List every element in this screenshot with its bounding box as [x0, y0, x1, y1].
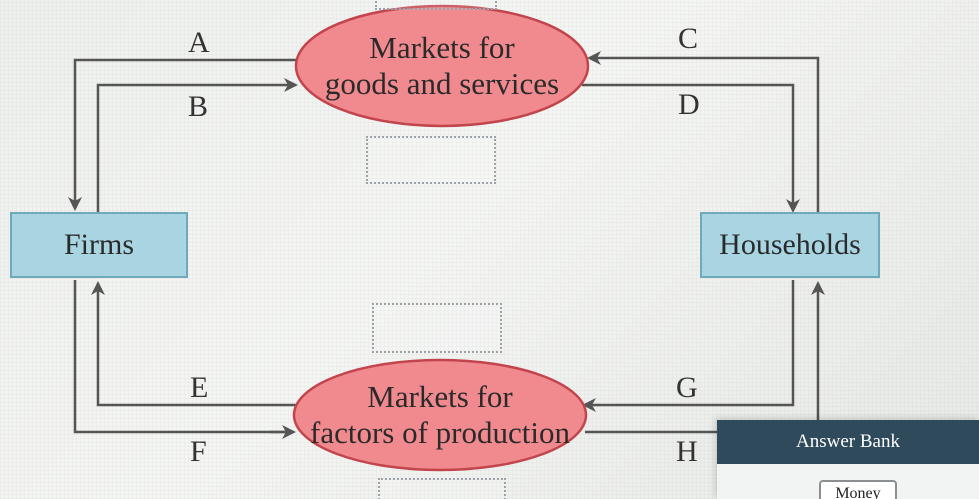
flow-label-g: G: [676, 371, 698, 404]
firms-node: Firms: [10, 212, 188, 278]
flow-arrow-h: [585, 281, 825, 434]
factor-market-label: Markets for factors of production: [294, 360, 586, 470]
flow-arrow-b: [96, 78, 298, 212]
flow-arrow-c: [587, 51, 820, 212]
goods-market-line1: Markets for: [369, 30, 515, 66]
flow-label-f: F: [190, 435, 207, 468]
flow-label-d: D: [678, 88, 700, 121]
flow-arrow-d: [582, 83, 800, 213]
factor-market-line1: Markets for: [367, 379, 513, 415]
factor-market-ellipse: [292, 358, 588, 472]
drop-zone-top[interactable]: [375, 0, 497, 10]
answer-bank-title: Answer Bank: [717, 420, 979, 464]
factor-market-line2: factors of production: [310, 415, 570, 450]
answer-bank: Answer Bank Money: [717, 420, 979, 499]
goods-market-ellipse: [294, 4, 590, 128]
flow-label-e: E: [190, 371, 209, 404]
drop-zone-bottom[interactable]: [378, 478, 506, 499]
flow-label-c: C: [678, 22, 699, 55]
flow-label-a: A: [188, 26, 210, 59]
firms-label: Firms: [63, 228, 135, 261]
households-node: Households: [700, 212, 880, 278]
flow-arrow-e: [91, 281, 300, 407]
flow-label-h: H: [676, 435, 698, 468]
flow-label-b: B: [188, 90, 209, 123]
drop-zone-upper[interactable]: [366, 136, 496, 184]
flow-arrow-g: [582, 280, 795, 412]
flow-arrow-f: [73, 280, 293, 434]
households-label: Households: [719, 228, 861, 261]
flow-arrow-a: [68, 58, 300, 211]
drop-zone-lower[interactable]: [372, 303, 502, 353]
goods-market-label: Markets for goods and services: [296, 10, 588, 122]
goods-market-line2: goods and services: [324, 66, 560, 101]
answer-chip-money[interactable]: Money: [819, 480, 897, 499]
